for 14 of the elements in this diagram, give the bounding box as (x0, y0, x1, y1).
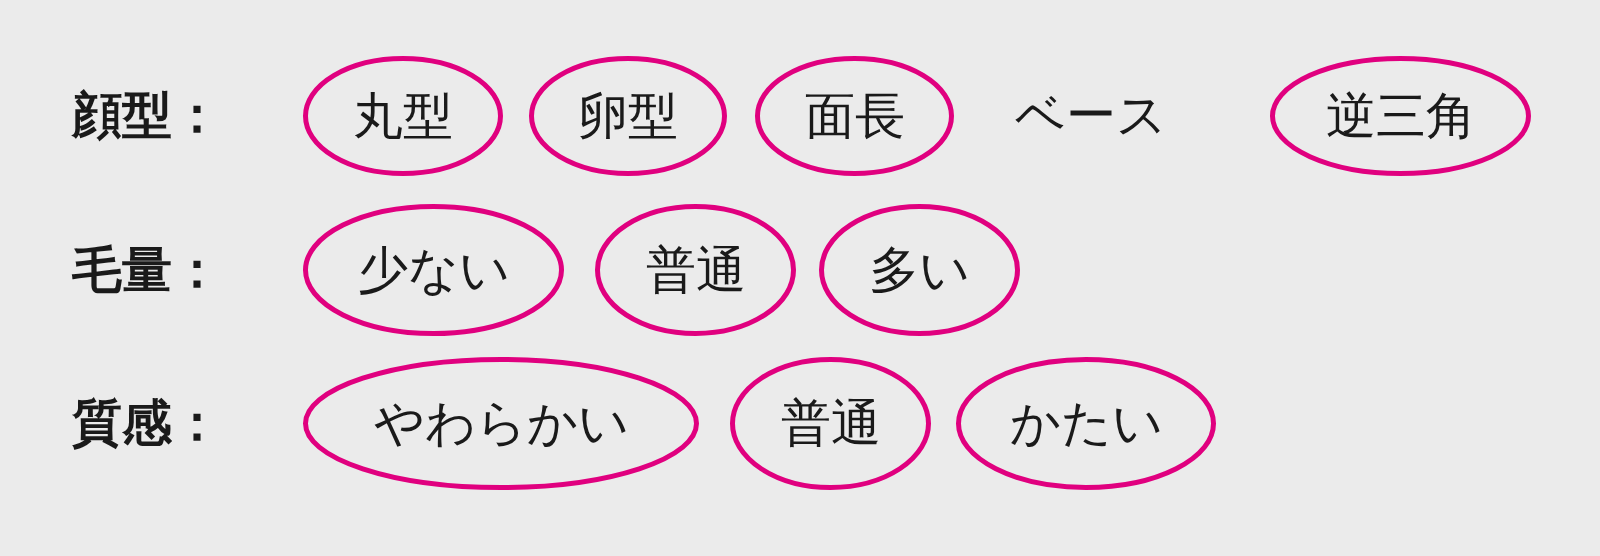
option-text: ベース (1015, 84, 1167, 146)
option-text: 面長 (804, 85, 905, 147)
option-text: やわらかい (373, 393, 629, 454)
option-text: 逆三角 (1325, 85, 1476, 147)
option-text: 普通 (645, 239, 746, 301)
row-label: 毛量： (72, 239, 222, 301)
option-text: 丸型 (353, 85, 453, 147)
option-text: 普通 (780, 393, 881, 454)
option-text: かたい (1009, 393, 1163, 454)
option-text: 多い (869, 239, 970, 301)
option-text: 卵型 (578, 85, 678, 147)
row-label: 顔型： (72, 84, 222, 146)
row-label: 質感： (72, 392, 222, 454)
option-text: 少ない (357, 239, 510, 301)
